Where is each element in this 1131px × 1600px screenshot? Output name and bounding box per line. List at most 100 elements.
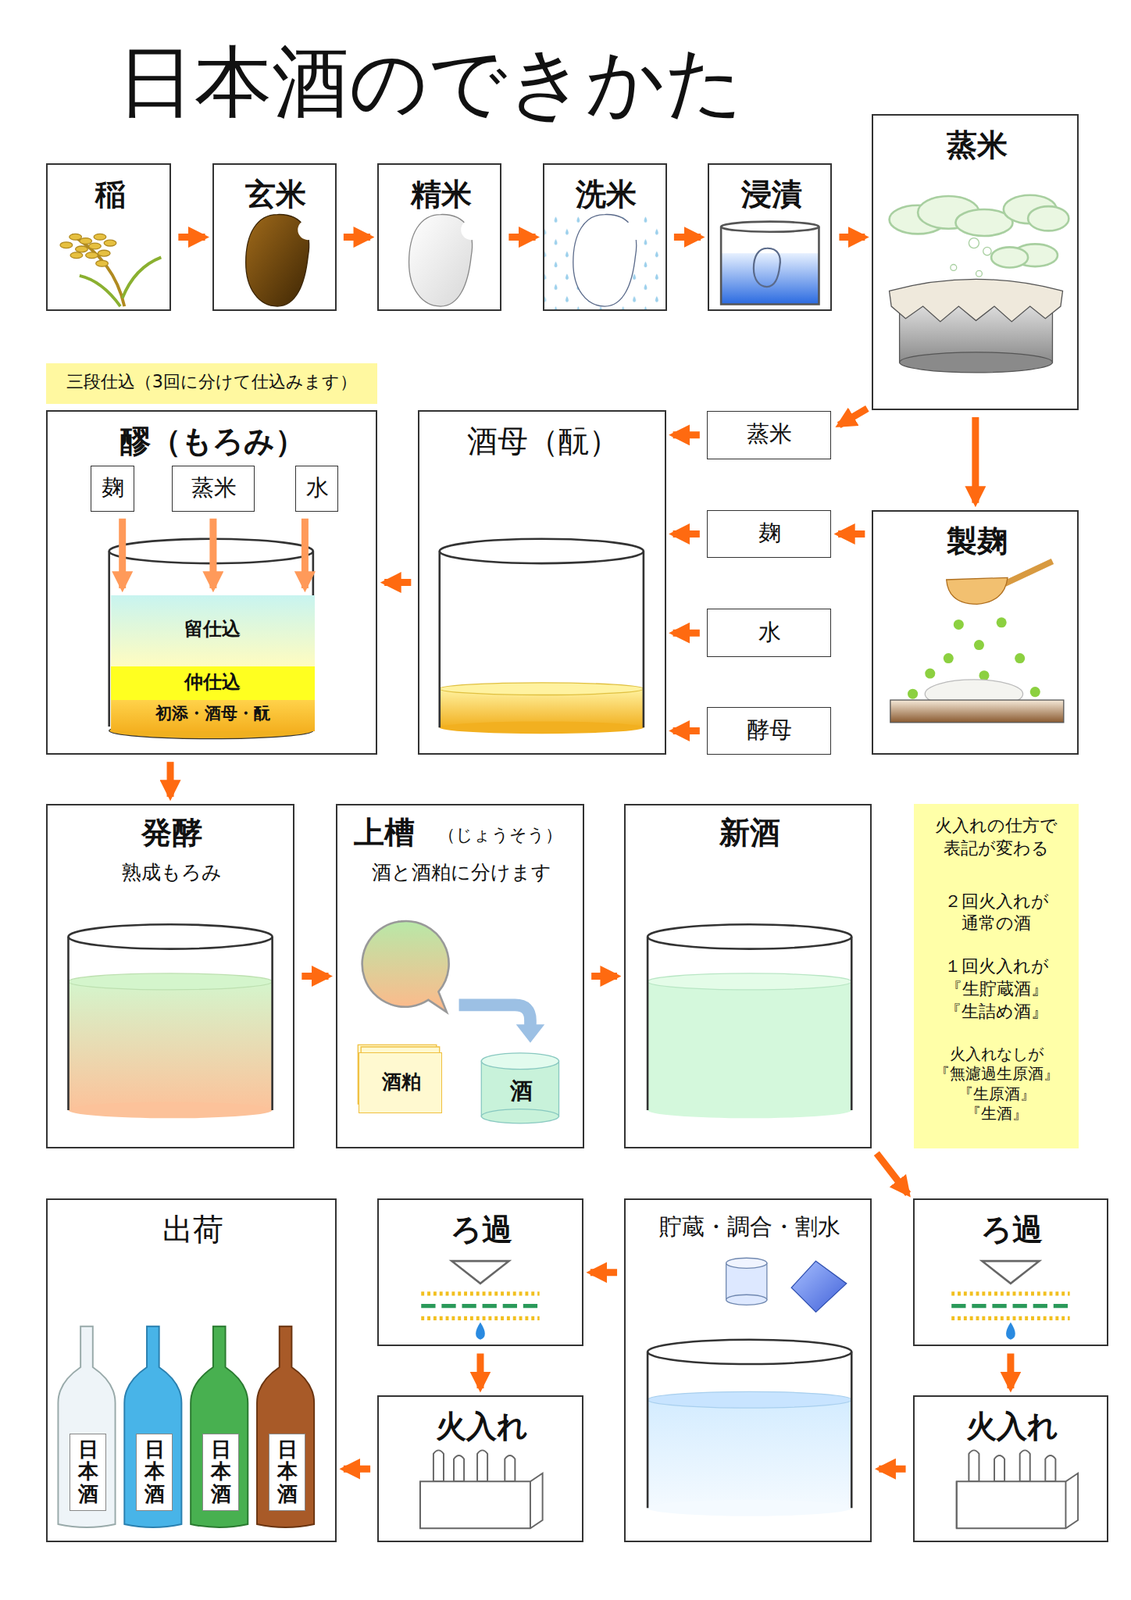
rice-plant bbox=[96, 260, 109, 267]
filter-symbol bbox=[951, 1303, 1070, 1308]
box-heading: 発酵 bbox=[47, 813, 297, 853]
flow-arrow bbox=[209, 518, 217, 589]
flow-arrow bbox=[673, 629, 700, 637]
koji-making bbox=[943, 652, 954, 664]
pasteurizing-bath bbox=[1045, 1455, 1056, 1481]
ingredient-box: 麹 bbox=[706, 510, 832, 558]
process-box: ろ過 bbox=[913, 1198, 1110, 1346]
storage-tank bbox=[647, 1257, 852, 1516]
rice-plant bbox=[79, 238, 93, 245]
sake-bottles bbox=[256, 1326, 314, 1528]
rice-plant bbox=[93, 233, 107, 240]
sake-lees-sheet: 酒粕 bbox=[358, 1052, 443, 1114]
box-heading: 火入れ bbox=[914, 1406, 1111, 1447]
process-box: 精米 bbox=[377, 163, 502, 311]
layer-band: 初添・酒母・酛 bbox=[110, 699, 315, 731]
filter-symbol bbox=[421, 1260, 1070, 1340]
flow-arrow bbox=[971, 417, 979, 504]
koji-making bbox=[978, 670, 989, 681]
soaking-tank bbox=[720, 226, 819, 304]
storage-tank bbox=[791, 1260, 847, 1312]
process-box: 蒸米 bbox=[871, 114, 1079, 411]
process-box: 火入れ bbox=[377, 1395, 584, 1542]
box-heading: 上槽 bbox=[342, 813, 425, 853]
ingredient-box: 水 bbox=[295, 465, 339, 512]
process-box: 製麹 bbox=[871, 510, 1079, 755]
pasteurizing-bath bbox=[504, 1455, 515, 1481]
process-box: 新酒 bbox=[624, 803, 872, 1149]
fermentation-tank bbox=[67, 1101, 272, 1118]
box-text: 酒 bbox=[482, 1076, 561, 1106]
ingredient-box: 水 bbox=[706, 608, 832, 657]
box-heading: 醪（もろみ） bbox=[47, 421, 379, 462]
pasteurizing-bath bbox=[453, 1455, 464, 1481]
koji-making bbox=[890, 560, 1064, 722]
pasteurizing-bath bbox=[420, 1449, 1078, 1528]
pasteurizing-bath bbox=[420, 1473, 543, 1529]
box-text: 麹 bbox=[91, 473, 136, 503]
storage-tank bbox=[726, 1294, 768, 1305]
flow-arrow bbox=[178, 233, 205, 241]
flow-arrow bbox=[343, 233, 371, 241]
steam-pot bbox=[889, 278, 1064, 322]
pasteurizing-bath bbox=[994, 1455, 1005, 1481]
bottle-label: 日本酒 bbox=[135, 1433, 173, 1511]
koji-making bbox=[974, 639, 985, 650]
storage-tank bbox=[647, 1339, 852, 1364]
pasteurizing-bath bbox=[968, 1449, 979, 1481]
box-heading: 出荷 bbox=[47, 1209, 339, 1250]
koji-making bbox=[1014, 652, 1025, 664]
process-box: 浸漬 bbox=[707, 163, 832, 311]
soaking-tank bbox=[720, 253, 819, 304]
box-heading: 洗米 bbox=[544, 174, 669, 215]
pasteurizing-bath bbox=[477, 1449, 488, 1481]
sake-bottles bbox=[190, 1326, 248, 1528]
filter-symbol bbox=[421, 1303, 539, 1308]
process-box: 酒粕 酒 上槽（じょうそう） 酒と酒粕に分けます bbox=[335, 803, 586, 1149]
box-text: 酒粕 bbox=[359, 1069, 443, 1095]
box-text: 留仕込 bbox=[110, 617, 315, 642]
storage-tank bbox=[726, 1257, 768, 1268]
flow-arrow bbox=[878, 1465, 906, 1473]
shubo-tank bbox=[439, 538, 644, 734]
layer-band: 仲仕込 bbox=[110, 666, 315, 700]
bottle-label: 日本酒 bbox=[202, 1433, 240, 1511]
box-text: 水 bbox=[296, 473, 339, 503]
box-text: 日本酒 bbox=[144, 1437, 165, 1506]
ingredient-box: 蒸米 bbox=[706, 410, 832, 459]
steam-pot bbox=[991, 246, 1028, 268]
box-text: ２回火入れが 通常の酒 bbox=[930, 889, 1063, 935]
box-text: （じょうそう） bbox=[418, 823, 582, 846]
rice-plant bbox=[69, 233, 83, 240]
process-box: 玄米 bbox=[212, 163, 337, 311]
box-text: 蒸米 bbox=[172, 473, 256, 503]
new-sake-tank bbox=[647, 924, 852, 949]
steam-pot bbox=[983, 246, 992, 255]
box-text: 三段仕込（3回に分けて仕込みます） bbox=[46, 370, 378, 393]
rice-plant bbox=[60, 233, 161, 307]
flow-arrow bbox=[167, 761, 175, 797]
pasteurizing-bath bbox=[433, 1449, 444, 1481]
rice-plant bbox=[60, 242, 73, 249]
shubo-tank bbox=[439, 682, 644, 696]
fermentation-tank bbox=[67, 973, 272, 990]
pressing-figure bbox=[481, 1109, 559, 1124]
rice-plant bbox=[122, 256, 162, 298]
box-text: 酒と酒粕に分けます bbox=[337, 859, 587, 885]
flow-arrow bbox=[876, 1152, 908, 1194]
koji-making bbox=[996, 617, 1007, 628]
process-box: 貯蔵・調合・割水 bbox=[624, 1198, 872, 1542]
rice-plant bbox=[103, 239, 117, 247]
new-sake-tank bbox=[647, 924, 852, 1118]
filter-symbol bbox=[421, 1316, 539, 1321]
box-text: 日本酒 bbox=[78, 1437, 99, 1506]
flow-arrow bbox=[673, 727, 700, 735]
koji-making bbox=[1004, 560, 1053, 584]
fermentation-tank bbox=[67, 924, 272, 1118]
storage-tank bbox=[647, 1399, 852, 1508]
pasteurizing-bath bbox=[420, 1480, 531, 1528]
sake-cylinder: 酒 bbox=[482, 1070, 561, 1115]
polished-rice-grain bbox=[409, 214, 482, 307]
